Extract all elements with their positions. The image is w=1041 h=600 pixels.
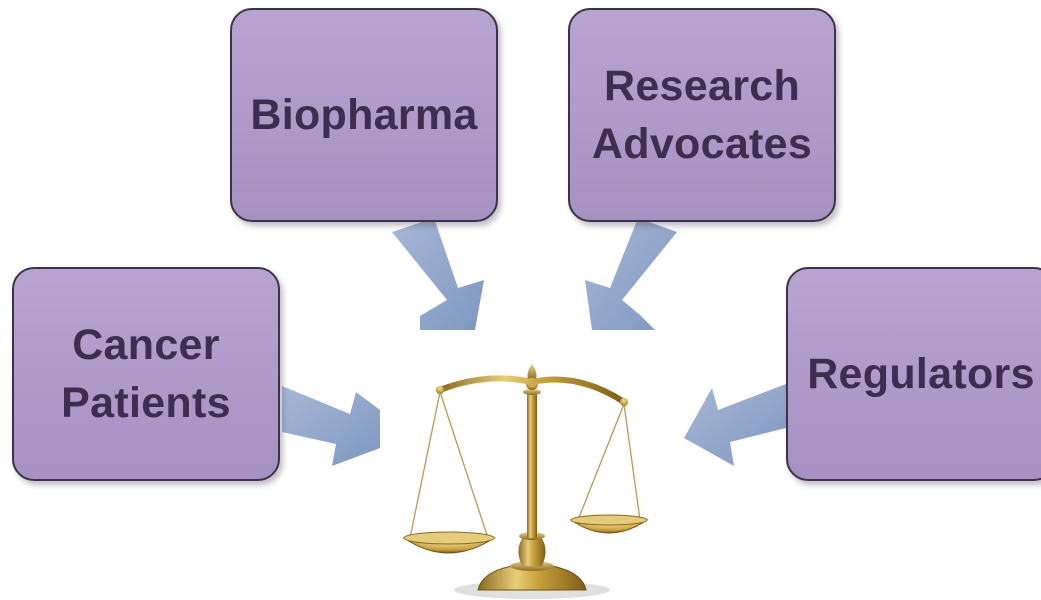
node-biopharma: Biopharma	[230, 8, 498, 222]
node-regulators-label: Regulators	[807, 349, 1035, 398]
node-cancer-patients: Cancer Patients	[12, 267, 280, 481]
node-cancer-patients-label: Cancer Patients	[61, 320, 231, 427]
node-regulators: Regulators	[786, 267, 1041, 481]
arrow-biopharma-to-center	[392, 218, 484, 330]
node-research-advocates: Research Advocates	[568, 8, 836, 222]
balance-scale-icon	[402, 364, 649, 599]
arrow-cancer-to-center	[282, 386, 380, 466]
node-research-advocates-label: Research Advocates	[591, 61, 813, 168]
node-biopharma-label: Biopharma	[250, 90, 478, 139]
arrow-research-to-center	[585, 218, 677, 330]
arrow-regulators-to-center	[684, 384, 786, 466]
